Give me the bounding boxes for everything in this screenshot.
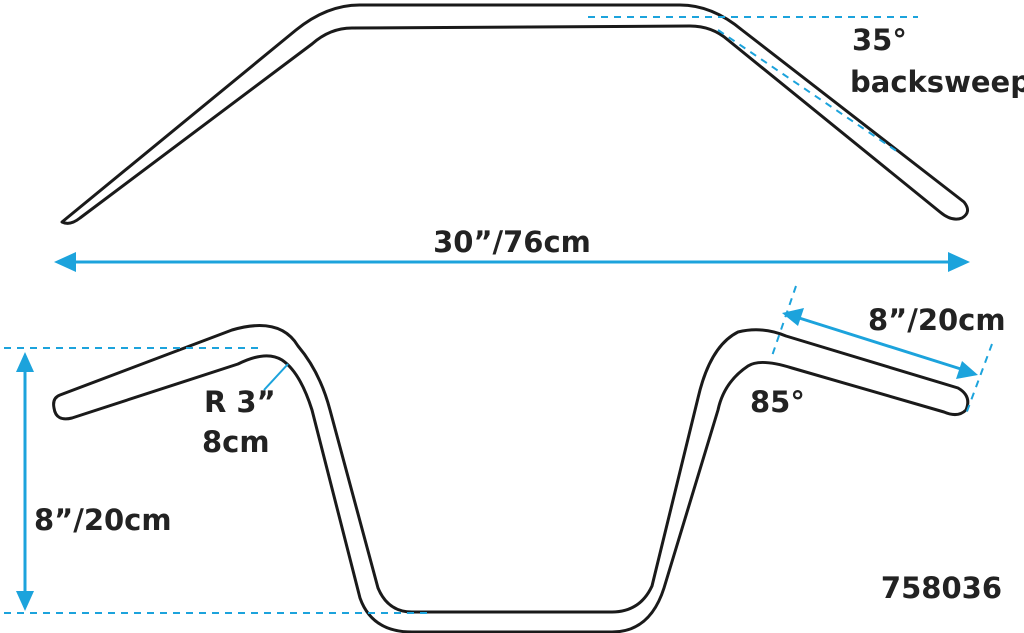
- width-arrow-right: [948, 252, 970, 272]
- end-length-dimension-line: [795, 315, 965, 372]
- end-length-arrow-right: [956, 361, 978, 379]
- end-length-label: 8”/20cm: [868, 303, 1006, 337]
- handlebar-top-outline: [60, 3, 969, 225]
- end-length-extension-right: [965, 343, 993, 415]
- bend-angle-label: 85°: [750, 385, 805, 419]
- radius-cm-label: 8cm: [202, 425, 270, 459]
- part-number: 758036: [881, 571, 1002, 605]
- top-view: 35° backsweep 30”/76cm: [54, 3, 1024, 272]
- width-label: 30”/76cm: [433, 225, 591, 259]
- radius-leader-line: [263, 363, 289, 391]
- backsweep-angle-label: 35°: [852, 23, 907, 57]
- side-view: 8”/20cm R 3” 8cm 85° 8”/20cm: [4, 285, 1006, 633]
- backsweep-text-label: backsweep: [850, 65, 1024, 99]
- backsweep-angle-line: [717, 29, 899, 153]
- radius-inch-label: R 3”: [204, 385, 276, 419]
- end-length-arrow-left: [782, 308, 804, 326]
- width-arrow-left: [54, 252, 76, 272]
- rise-label: 8”/20cm: [34, 503, 172, 537]
- handlebar-side-outline: [52, 324, 970, 633]
- rise-arrow-bottom: [16, 591, 34, 611]
- rise-arrow-top: [16, 352, 34, 372]
